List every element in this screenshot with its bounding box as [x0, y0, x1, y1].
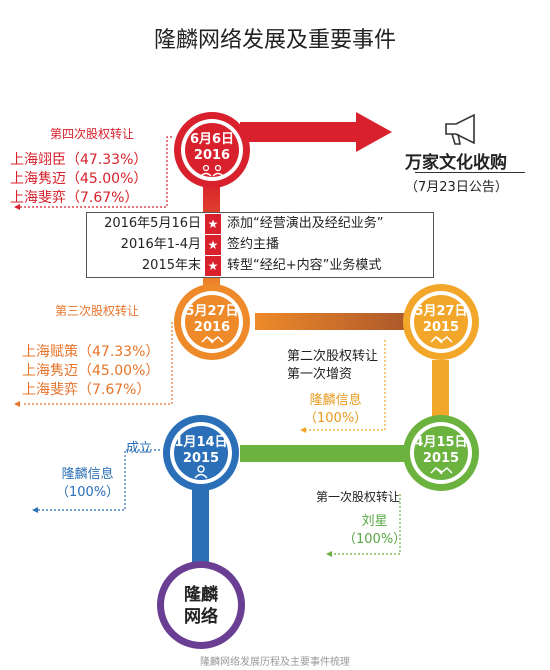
- second-holder: 隆麟信息 （100%）: [304, 392, 367, 428]
- holder-row: 上海斐弈（7.67%）: [10, 189, 147, 208]
- holder-pct: （100%）: [343, 532, 407, 547]
- holder-name: 上海斐弈: [22, 382, 78, 398]
- acquisition-divider: [415, 172, 525, 173]
- holder-row: 上海斐弈（7.67%）: [22, 381, 159, 400]
- second-transfer-labels: 第二次股权转让 第一次增资: [287, 348, 378, 384]
- holder-name: 上海隽迈: [10, 171, 66, 187]
- holder-pct: （7.67%）: [78, 382, 151, 398]
- acquisition-title: 万家文化收购: [405, 153, 507, 173]
- holder-pct: （47.33%）: [66, 152, 148, 168]
- node-may27-2015-year: 2015: [423, 320, 459, 335]
- note-row: 2016年5月16日 ★ 添加“经营演出及经纪业务”: [87, 214, 433, 234]
- third-holders: 上海赋策（47.33%） 上海隽迈（45.00%） 上海斐弈（7.67%）: [22, 343, 159, 400]
- star-icon: ★: [205, 235, 221, 255]
- connector-jan14-to-apr15: [240, 445, 415, 462]
- handshake-icon: [201, 335, 224, 344]
- fourth-holders: 上海翊臣（47.33%） 上海隽迈（45.00%） 上海斐弈（7.67%）: [10, 151, 147, 208]
- start-line1: 隆麟: [184, 584, 219, 605]
- second-transfer-label: 第二次股权转让: [287, 349, 379, 364]
- node-apr15-date: 4月15日: [414, 435, 467, 450]
- people-icon: [200, 164, 224, 177]
- third-transfer-label: 第三次股权转让: [55, 304, 140, 318]
- holder-name: 隆麟信息: [61, 467, 114, 482]
- holder-pct: （45.00%）: [66, 171, 148, 187]
- handshake-icon: [430, 335, 453, 344]
- connector-apr15-to-may27-2015: [432, 360, 449, 420]
- note-text: 转型“经纪+内容”业务模式: [227, 258, 382, 273]
- holder-row: 上海赋策（47.33%）: [22, 343, 159, 362]
- note-text: 添加“经营演出及经纪业务”: [227, 216, 384, 231]
- holder-pct: （47.33%）: [78, 344, 160, 360]
- first-capital-increase-label: 第一次增资: [287, 367, 353, 382]
- holder-row: 上海隽迈（45.00%）: [22, 362, 159, 381]
- arrow-head: [356, 112, 392, 152]
- holder-pct: （100%）: [56, 485, 120, 500]
- holder-name: 上海斐弈: [10, 190, 66, 206]
- node-may27-2015-date: 5月27日: [414, 304, 467, 319]
- first-transfer-label: 第一次股权转让: [316, 490, 401, 504]
- holder-row: 上海翊臣（47.33%）: [10, 151, 147, 170]
- megaphone-icon: [445, 113, 475, 145]
- note-text: 签约主播: [227, 237, 280, 252]
- holder-name: 刘星: [361, 514, 388, 529]
- node-jun6-date: 6月6日: [190, 132, 234, 147]
- connector-start-to-jan14: [192, 470, 209, 575]
- node-may27-2016-year: 2016: [194, 320, 230, 335]
- business-notes-box: 2016年5月16日 ★ 添加“经营演出及经纪业务” 2016年1-4月 ★ 签…: [86, 212, 434, 278]
- arrow-tips: [14, 204, 20, 210]
- node-jan14-year: 2015: [183, 451, 219, 466]
- holder-name: 上海赋策: [22, 344, 78, 360]
- first-holder: 刘星 （100%）: [343, 513, 406, 549]
- star-icon: ★: [205, 214, 221, 234]
- note-date: 2016年5月16日: [104, 216, 201, 231]
- handshake-icon: [430, 466, 453, 475]
- holder-name: 上海翊臣: [10, 152, 66, 168]
- node-jun6-year: 2016: [194, 148, 230, 163]
- holder-row: 上海隽迈（45.00%）: [10, 170, 147, 189]
- note-row: 2016年1-4月 ★ 签约主播: [87, 235, 433, 255]
- fourth-transfer-label: 第四次股权转让: [50, 127, 135, 141]
- acquisition-note: （7月23日公告）: [405, 180, 508, 195]
- holder-name: 上海隽迈: [22, 363, 78, 379]
- founding-holder: 隆麟信息 （100%）: [56, 466, 119, 502]
- holder-pct: （7.67%）: [66, 190, 139, 206]
- node-apr15-year: 2015: [423, 451, 459, 466]
- holder-name: 隆麟信息: [309, 393, 362, 408]
- note-date: 2015年末: [141, 258, 201, 273]
- start-line2: 网络: [184, 606, 218, 627]
- founding-label: 成立: [126, 441, 153, 456]
- page-title: 隆麟网络发展及重要事件: [153, 28, 396, 53]
- image-caption: 隆麟网络发展历程及主要事件梳理: [200, 657, 350, 668]
- node-may27-2016-date: 5月27日: [185, 304, 238, 319]
- star-icon: ★: [205, 256, 221, 276]
- holder-pct: （100%）: [304, 411, 368, 426]
- person-icon: [194, 465, 208, 479]
- holder-pct: （45.00%）: [78, 363, 160, 379]
- note-date: 2016年1-4月: [120, 237, 201, 252]
- connector-may27-2015-to-may27-2016: [255, 313, 425, 330]
- note-row: 2015年末 ★ 转型“经纪+内容”业务模式: [87, 256, 433, 276]
- arrow-shaft: [240, 122, 360, 142]
- node-jan14-date: 1月14日: [174, 435, 227, 450]
